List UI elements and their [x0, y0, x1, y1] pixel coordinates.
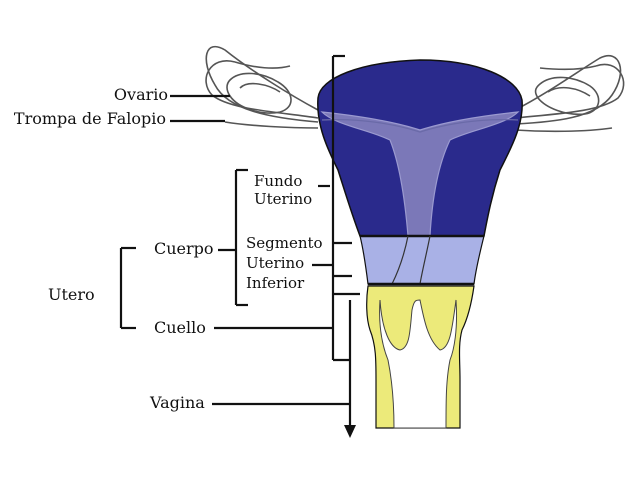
- label-vagina: Vagina: [149, 393, 205, 412]
- label-fundo-2: Uterino: [254, 190, 312, 208]
- cervix-vagina: [366, 285, 475, 429]
- right-fallopian-tube: [514, 55, 625, 133]
- arrow-down-icon: [344, 425, 356, 438]
- main-vertical-bracket: [331, 54, 356, 438]
- label-trompa: Trompa de Falopio: [14, 109, 166, 128]
- uterus-body: [317, 59, 523, 237]
- left-fallopian-tube: [205, 45, 319, 129]
- label-cuello: Cuello: [154, 318, 206, 337]
- label-segmento-3: Inferior: [246, 274, 305, 292]
- label-ovario: Ovario: [114, 85, 168, 104]
- lower-uterine-segment: [359, 234, 485, 286]
- uterine-cavity: [320, 111, 520, 237]
- cuerpo-bracket: [218, 168, 248, 307]
- left-ovary: [226, 72, 292, 114]
- label-segmento-1: Segmento: [246, 234, 323, 252]
- label-segmento-2: Uterino: [246, 254, 304, 272]
- label-cuerpo: Cuerpo: [154, 239, 214, 258]
- utero-bracket: [119, 246, 136, 330]
- label-fundo-1: Fundo: [254, 172, 302, 190]
- right-ovary: [534, 76, 600, 116]
- label-utero: Utero: [48, 285, 95, 304]
